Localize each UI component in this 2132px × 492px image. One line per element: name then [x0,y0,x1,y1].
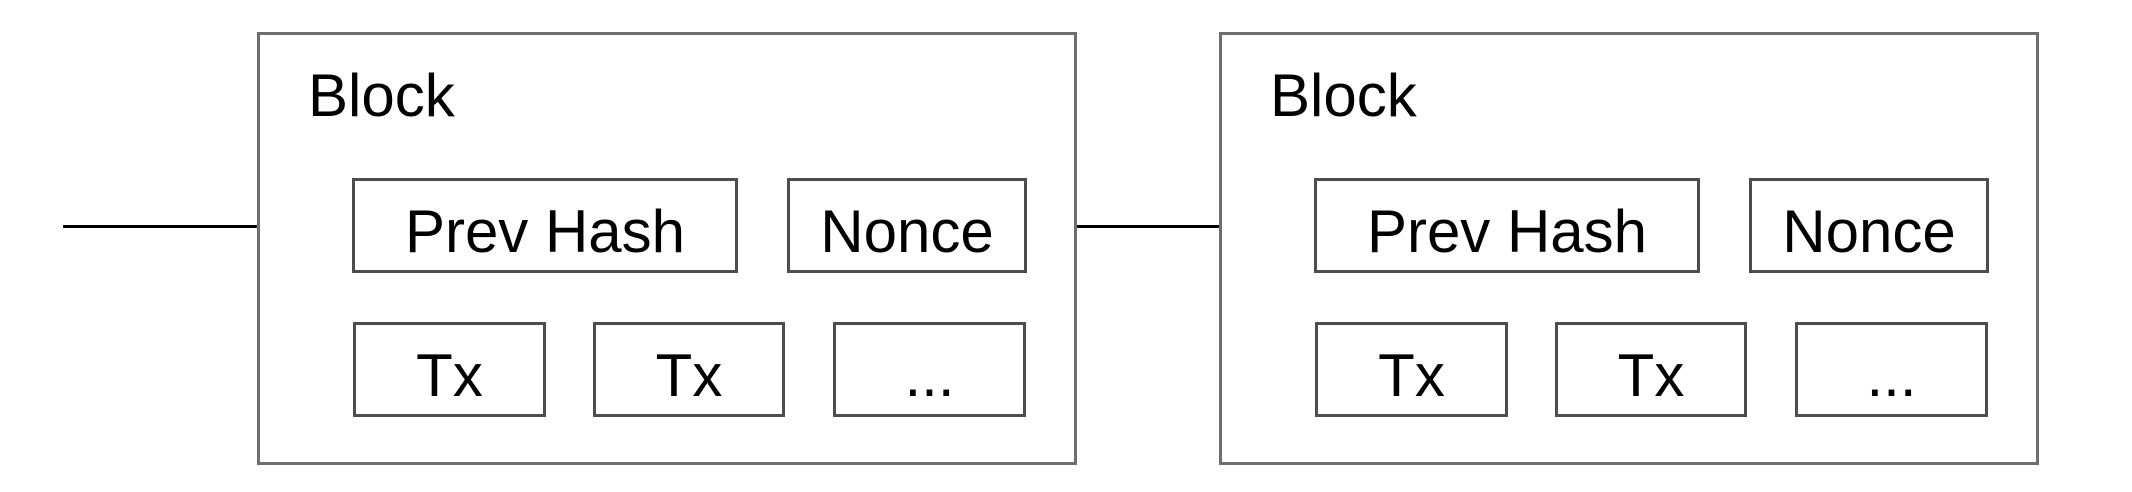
block-1-more-tx-label: ... [904,341,955,409]
block-1-tx-box-1: Tx [353,322,546,417]
block-2-prev-hash-box: Prev Hash [1314,178,1700,273]
block-1: Block Prev Hash Nonce Tx Tx ... [257,32,1077,465]
block-1-title: Block [308,62,455,129]
block-1-prev-hash-label: Prev Hash [404,197,686,265]
incoming-chain-arrow-shaft [63,225,297,228]
block-2-nonce-box: Nonce [1749,178,1989,273]
block-2-more-tx-box: ... [1795,322,1988,417]
block-2-prev-hash-label: Prev Hash [1366,197,1648,265]
block-2-tx-1-label: Tx [1378,341,1445,409]
block-2-title: Block [1270,62,1417,129]
block-2-tx-box-2: Tx [1555,322,1747,417]
block-2-tx-2-label: Tx [1617,341,1685,409]
block-1-tx-1-label: Tx [416,341,483,409]
block-1-tx-box-2: Tx [593,322,785,417]
block-1-tx-2-label: Tx [655,341,723,409]
block-2-nonce-label: Nonce [1782,197,1956,265]
block-2: Block Prev Hash Nonce Tx Tx ... [1219,32,2039,465]
block-1-nonce-label: Nonce [820,197,994,265]
block-link-arrow-shaft [1077,225,1260,228]
block-2-more-tx-label: ... [1866,341,1917,409]
block-1-nonce-box: Nonce [787,178,1027,273]
block-2-tx-box-1: Tx [1315,322,1508,417]
block-1-more-tx-box: ... [833,322,1026,417]
block-1-prev-hash-box: Prev Hash [352,178,738,273]
